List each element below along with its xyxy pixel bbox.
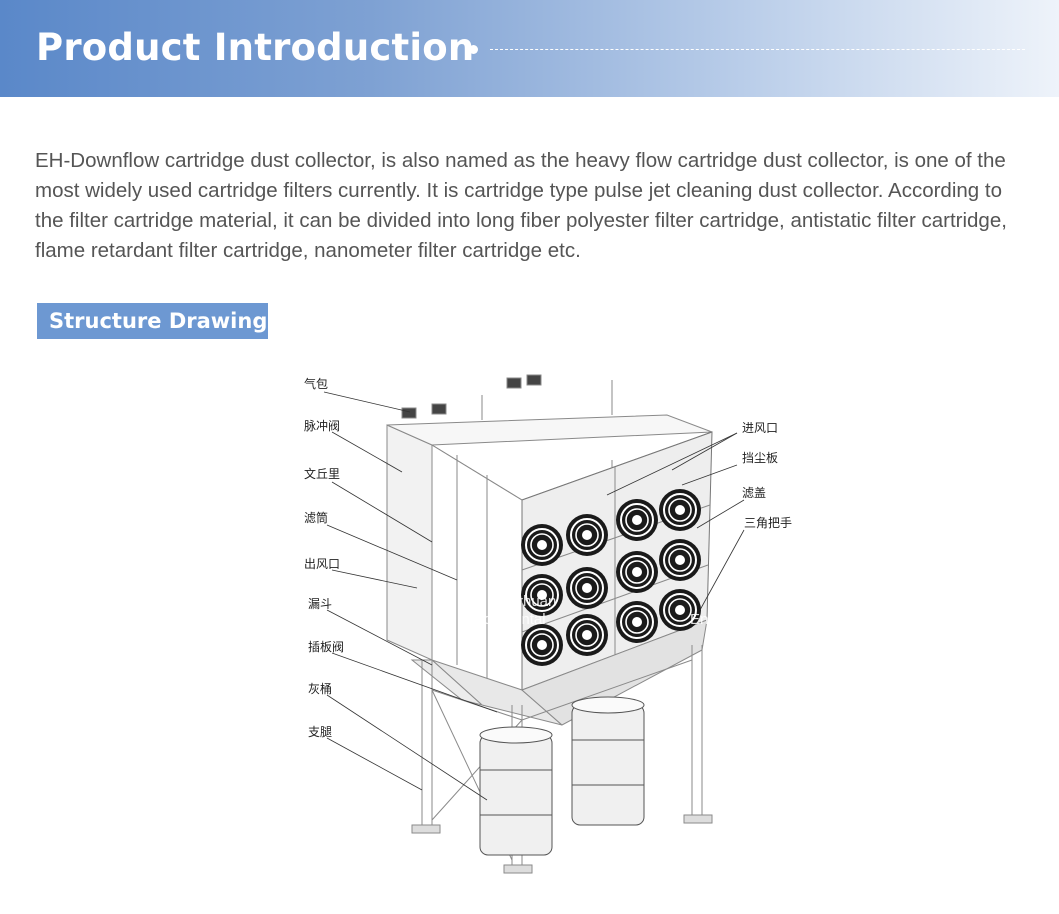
watermark-line-2: vironmental <box>468 611 546 628</box>
label-triangle-handle: 三角把手 <box>744 516 792 530</box>
label-slide-gate-valve: 插板阀 <box>308 640 344 654</box>
header-dot <box>469 45 478 54</box>
label-air-outlet: 出风口 <box>304 557 340 571</box>
label-venturi: 文丘里 <box>304 466 340 481</box>
label-hopper: 漏斗 <box>308 597 332 611</box>
label-filter-cover: 滤盖 <box>742 486 766 500</box>
label-dust-bin: 灰桶 <box>308 681 332 696</box>
header-dashed-line <box>490 49 1025 50</box>
intro-paragraph: EH-Downflow cartridge dust collector, is… <box>35 149 1007 262</box>
watermark-line-1: Erhuan <box>508 593 556 610</box>
label-baffle-plate: 挡尘板 <box>742 451 778 465</box>
label-air-tank: 气包 <box>304 376 328 391</box>
label-filter-cartridge: 滤筒 <box>304 510 328 525</box>
watermark-line-3: Env <box>690 611 716 628</box>
structure-drawing: 气包 脉冲阀 文丘里 滤筒 出风口 漏斗 插板阀 灰桶 支腿 进风口 挡尘板 滤… <box>282 360 802 900</box>
header-banner: Product Introduction <box>0 0 1059 97</box>
label-support-leg: 支腿 <box>308 725 332 739</box>
label-pulse-valve: 脉冲阀 <box>304 418 340 433</box>
structure-drawing-svg: 气包 脉冲阀 文丘里 滤筒 出风口 漏斗 插板阀 灰桶 支腿 进风口 挡尘板 滤… <box>304 374 792 874</box>
page-title: Product Introduction <box>36 26 475 69</box>
label-air-inlet: 进风口 <box>742 421 778 435</box>
section-title-badge: Structure Drawing <box>37 303 268 339</box>
